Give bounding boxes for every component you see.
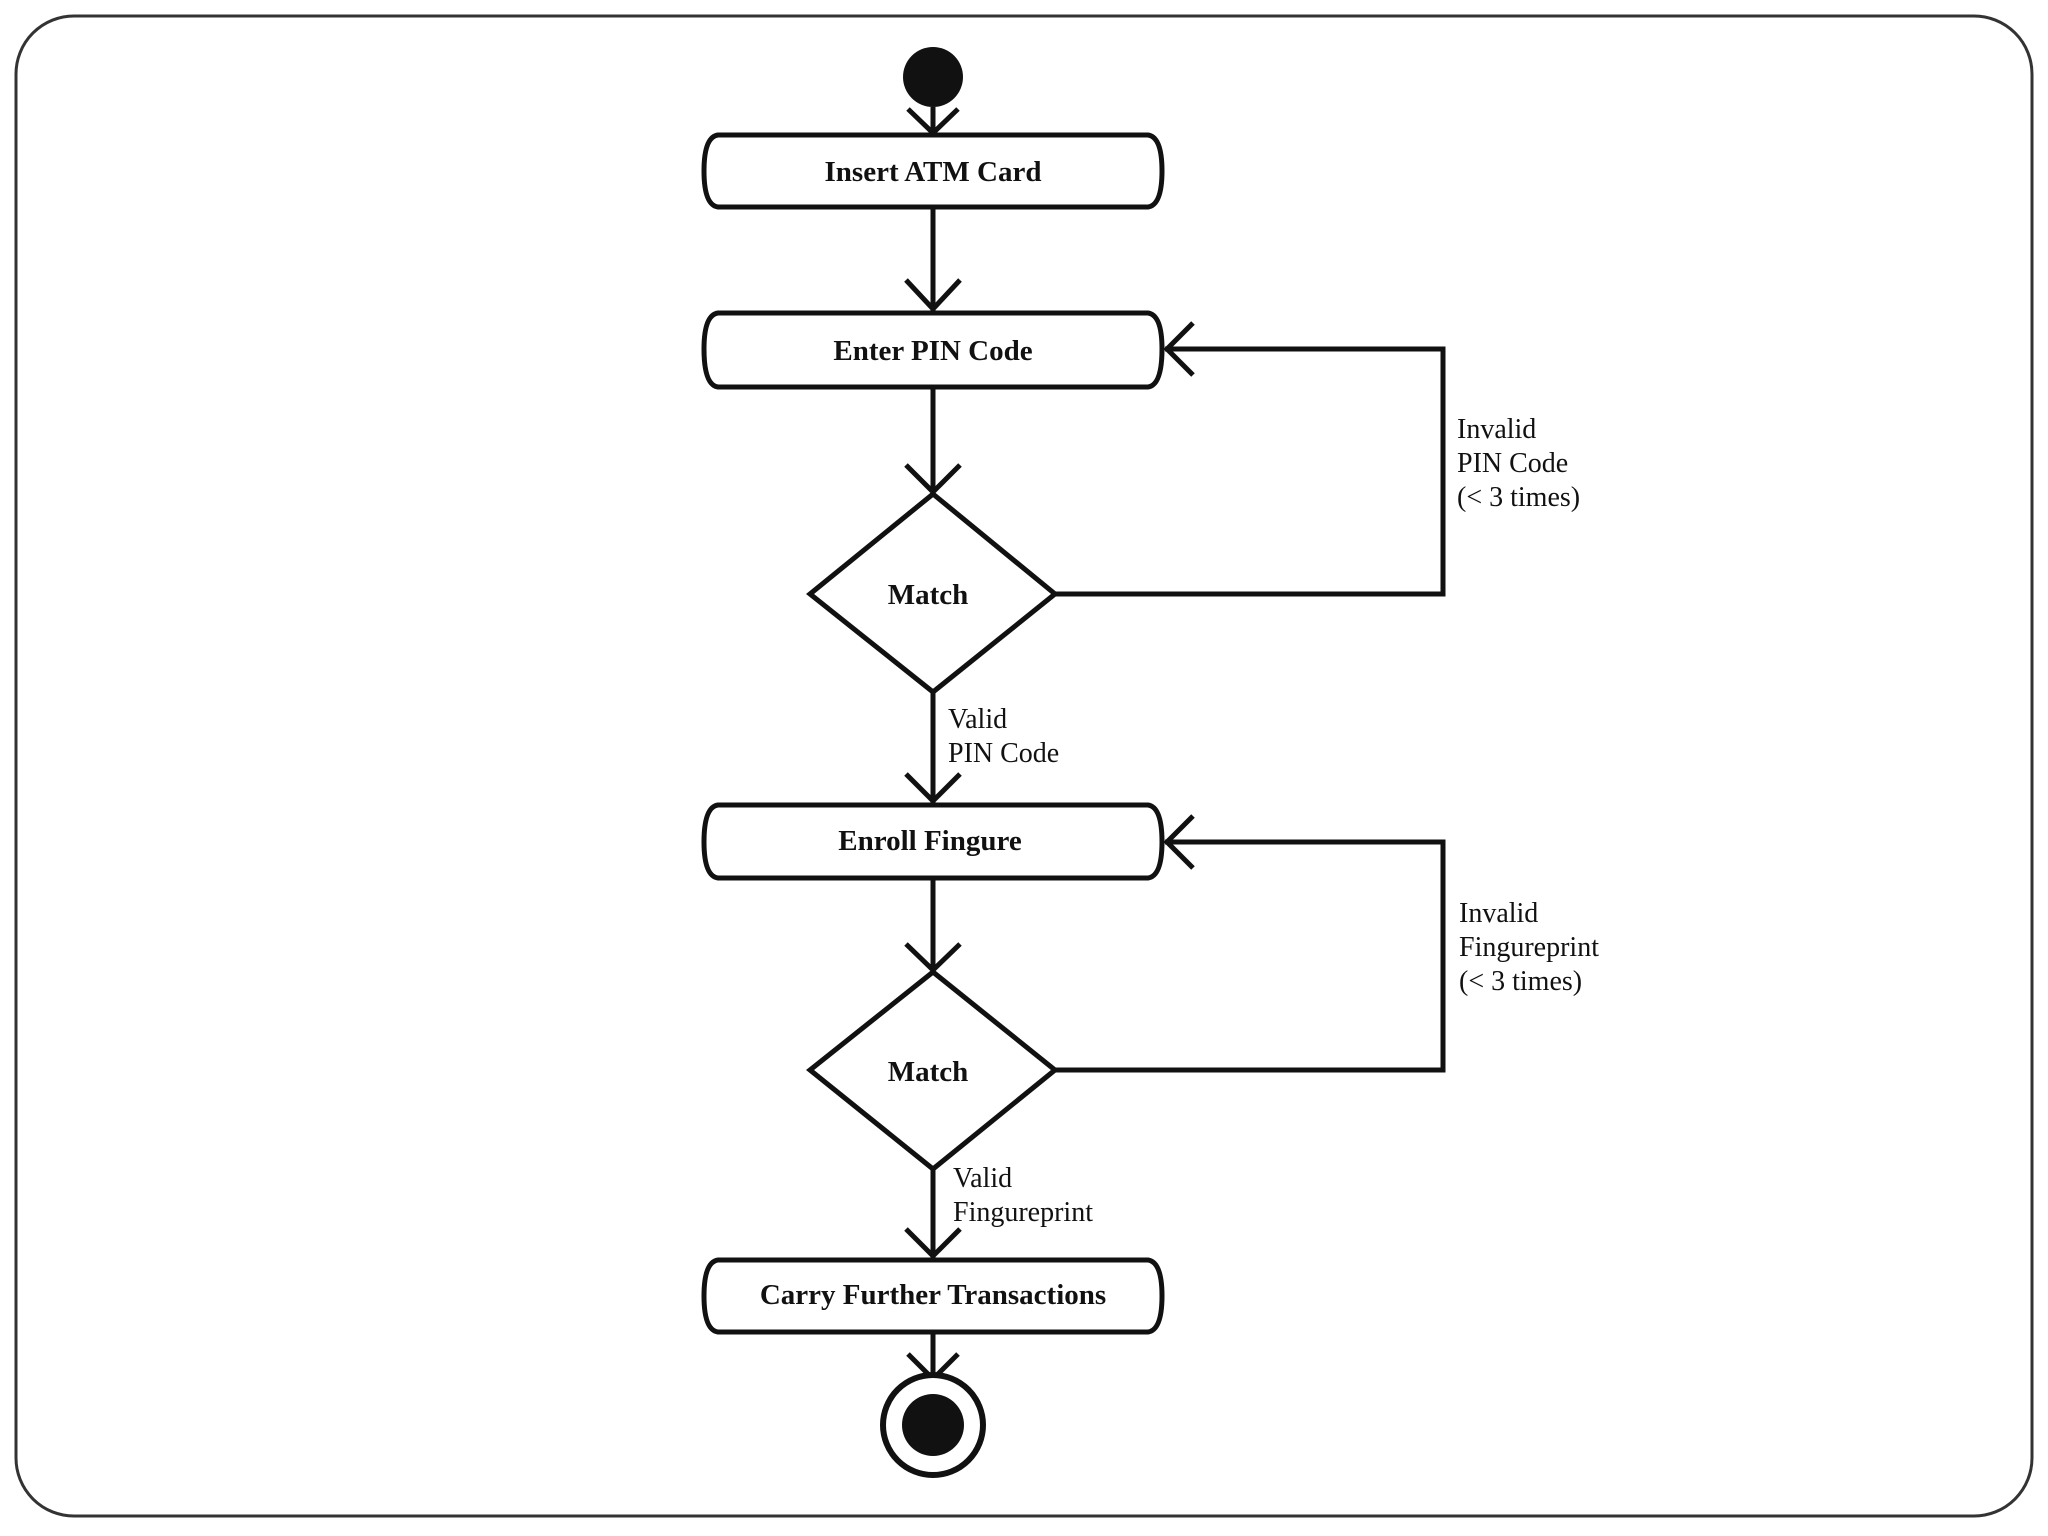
final-node — [880, 1372, 986, 1478]
svg-text:Invalid: Invalid — [1459, 898, 1538, 929]
edge-invalid-fingerprint-loop — [1055, 839, 1446, 1073]
decision-match-fingerprint: Match — [806, 968, 1059, 1173]
svg-text:PIN Code: PIN Code — [948, 738, 1059, 769]
arrowhead — [904, 1227, 962, 1260]
svg-text:Valid: Valid — [953, 1163, 1012, 1194]
arrowhead — [904, 278, 962, 313]
slide-frame — [14, 14, 2034, 1518]
arrowhead — [1163, 321, 1195, 377]
action-enroll-fingure: Enroll Fingure — [701, 802, 1165, 881]
edge-label-valid-fingerprint: Valid Fingureprint — [953, 1163, 1093, 1228]
svg-text:(< 3 times): (< 3 times) — [1459, 966, 1582, 997]
action-label: Carry Further Transactions — [760, 1279, 1106, 1311]
action-enter-pin-code: Enter PIN Code — [701, 310, 1165, 390]
arrowhead — [1163, 814, 1195, 870]
decision-label: Match — [888, 579, 969, 611]
action-label: Insert ATM Card — [825, 156, 1042, 188]
initial-node — [903, 47, 963, 107]
edge-invalid-pin-loop — [1055, 346, 1446, 597]
svg-text:PIN Code: PIN Code — [1457, 448, 1568, 479]
action-insert-atm-card: Insert ATM Card — [701, 132, 1165, 210]
svg-text:Invalid: Invalid — [1457, 414, 1536, 445]
decision-match-pin: Match — [806, 490, 1059, 696]
svg-text:Fingureprint: Fingureprint — [1459, 932, 1599, 963]
svg-text:Valid: Valid — [948, 704, 1007, 735]
action-label: Enroll Fingure — [838, 825, 1022, 857]
svg-text:(< 3 times): (< 3 times) — [1457, 482, 1580, 513]
arrowhead — [904, 772, 962, 805]
decision-label: Match — [888, 1056, 969, 1088]
edge-label-valid-pin: Valid PIN Code — [948, 704, 1059, 769]
action-label: Enter PIN Code — [833, 335, 1032, 367]
edge-label-invalid-fingerprint: Invalid Fingureprint (< 3 times) — [1459, 898, 1599, 997]
svg-text:Fingureprint: Fingureprint — [953, 1197, 1093, 1228]
action-carry-further-transactions: Carry Further Transactions — [701, 1257, 1165, 1335]
edge-label-invalid-pin: Invalid PIN Code (< 3 times) — [1457, 414, 1580, 513]
